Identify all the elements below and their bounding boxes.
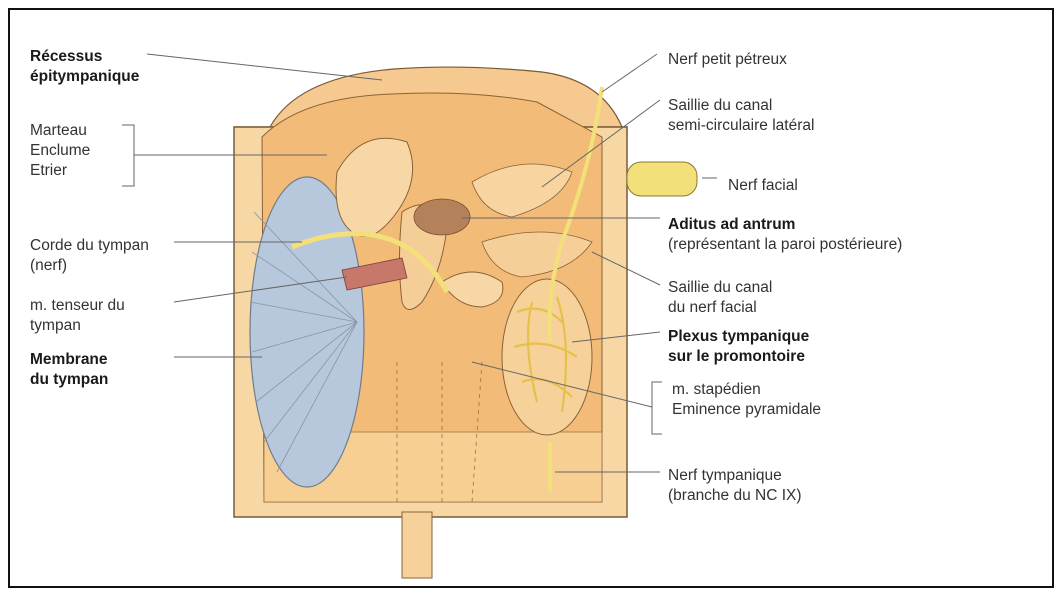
middle-ear-illustration	[10, 10, 1052, 586]
label-aditus: Aditus ad antrum(représentant la paroi p…	[668, 215, 902, 255]
leader-petit-petreux	[602, 54, 657, 92]
facial-nerve	[627, 162, 697, 196]
aditus-ad-antrum	[414, 199, 470, 235]
label-facial: Nerf facial	[728, 176, 798, 196]
leader-stapedien-bracket	[652, 382, 662, 434]
leader-recessus	[147, 54, 382, 80]
label-tympanique: Nerf tympanique(branche du NC IX)	[668, 466, 802, 506]
bottom-tube	[402, 512, 432, 578]
promontory	[502, 279, 592, 435]
leader-osselets-bracket	[122, 125, 134, 186]
label-corde: Corde du tympan(nerf)	[30, 236, 149, 276]
label-petit-petreux: Nerf petit pétreux	[668, 50, 787, 70]
